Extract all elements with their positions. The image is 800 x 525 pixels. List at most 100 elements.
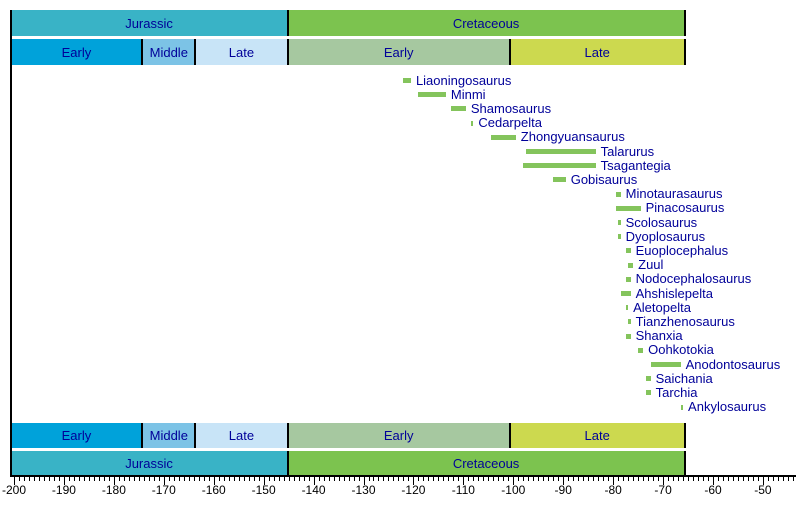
axis-minor-tick [353,477,355,481]
axis-minor-tick [68,477,70,481]
axis-minor-tick [238,477,240,481]
taxon-label-saichania[interactable]: Saichania [655,370,713,386]
axis-minor-tick [393,477,395,481]
axis-tick-label: -140 [301,483,326,497]
band-cell-late: Late [510,423,686,448]
band-label-late[interactable]: Late [228,44,255,60]
axis-minor-tick [278,477,280,481]
axis-minor-tick [203,477,205,481]
axis-tick-label: -110 [451,483,475,497]
axis-minor-tick [33,477,35,481]
taxon-bar-cedarpelta [470,120,474,126]
axis-minor-tick [658,477,660,481]
axis-minor-tick [138,477,140,481]
axis-minor-tick [553,477,555,481]
axis-minor-tick [218,477,220,481]
axis-tick-label: -130 [351,483,376,497]
axis-minor-tick [548,477,550,481]
band-label-cretaceous[interactable]: Cretaceous [452,15,520,31]
taxon-bar-euoplocephalus [625,248,631,254]
axis-minor-tick [523,477,525,481]
axis-minor-tick [288,477,290,481]
axis-minor-tick [38,477,40,481]
taxon-label-scolosaurus[interactable]: Scolosaurus [625,214,698,230]
taxon-label-euoplocephalus[interactable]: Euoplocephalus [635,242,729,258]
taxon-label-pinacosaurus[interactable]: Pinacosaurus [645,200,725,216]
taxon-bar-anodontosaurus [650,362,681,367]
taxon-bar-dyoplosaurus [618,234,621,240]
axis-minor-tick [533,477,535,481]
taxon-label-aletopelta[interactable]: Aletopelta [633,299,691,315]
axis-minor-tick [78,477,80,481]
taxon-label-liaoningosaurus[interactable]: Liaoningosaurus [415,72,512,88]
axis-minor-tick [378,477,380,481]
taxon-label-shamosaurus[interactable]: Shamosaurus [470,100,552,116]
band-label-early[interactable]: Early [61,44,92,60]
taxon-label-dyoplosaurus[interactable]: Dyoplosaurus [625,228,706,244]
taxon-label-zhongyuansaurus[interactable]: Zhongyuansaurus [520,129,625,145]
band-label-jurassic[interactable]: Jurassic [125,455,173,471]
axis-major-tick [762,477,764,485]
band-label-early[interactable]: Early [383,428,414,443]
axis-minor-tick [193,477,195,481]
taxon-bar-saichania [645,376,651,382]
axis-minor-tick [293,477,295,481]
taxon-bar-minmi [418,92,446,98]
axis-major-tick [63,477,65,485]
axis-line [10,475,796,477]
taxon-label-tsagantegia[interactable]: Tsagantegia [600,157,671,173]
axis-minor-tick [88,477,90,481]
axis-minor-tick [398,477,400,481]
axis-major-tick [263,477,265,485]
band-label-cretaceous[interactable]: Cretaceous [452,455,520,471]
taxon-label-talarurus[interactable]: Talarurus [600,143,655,159]
taxon-label-ahshislepelta[interactable]: Ahshislepelta [635,285,713,301]
axis-minor-tick [178,477,180,481]
axis-minor-tick [618,477,620,481]
band-label-middle[interactable]: Middle [149,428,188,443]
taxon-label-oohkotokia[interactable]: Oohkotokia [648,342,714,358]
band-cell-cretaceous: Cretaceous [288,10,686,36]
axis-minor-tick [98,477,100,481]
axis-minor-tick [323,477,325,481]
axis-minor-tick [343,477,345,481]
band-label-middle[interactable]: Middle [149,44,188,60]
taxon-label-ankylosaurus[interactable]: Ankylosaurus [688,399,767,415]
taxon-label-nodocephalosaurus[interactable]: Nodocephalosaurus [635,271,752,287]
axis-minor-tick [787,477,789,481]
axis-minor-tick [503,477,505,481]
axis-minor-tick [568,477,570,481]
taxon-label-anodontosaurus[interactable]: Anodontosaurus [685,356,781,372]
band-label-late[interactable]: Late [584,428,610,443]
taxon-label-tianzhenosaurus[interactable]: Tianzhenosaurus [635,313,735,329]
band-label-jurassic[interactable]: Jurassic [125,15,173,31]
axis-minor-tick [93,477,95,481]
axis-minor-tick [333,477,335,481]
axis-minor-tick [103,477,105,481]
axis-minor-tick [458,477,460,481]
taxon-label-minmi[interactable]: Minmi [450,86,486,102]
axis-minor-tick [747,477,749,481]
taxon-label-minotaurasaurus[interactable]: Minotaurasaurus [625,186,723,202]
band-label-early[interactable]: Early [61,428,92,443]
axis-minor-tick [198,477,200,481]
axis-minor-tick [133,477,135,481]
taxon-bar-zhongyuansaurus [490,134,516,140]
taxon-label-zuul[interactable]: Zuul [638,257,664,273]
axis-minor-tick [298,477,300,481]
axis-tick-label: -80 [604,483,622,497]
taxon-bar-aletopelta [625,305,629,311]
band-label-early[interactable]: Early [383,44,414,60]
band-label-late[interactable]: Late [584,44,610,60]
taxon-label-shanxia[interactable]: Shanxia [635,328,683,344]
axis-minor-tick [648,477,650,481]
band-label-late[interactable]: Late [228,428,255,443]
axis-minor-tick [752,477,754,481]
axis-minor-tick [473,477,475,481]
taxon-label-tarchia[interactable]: Tarchia [655,384,698,400]
axis-minor-tick [608,477,610,481]
axis-minor-tick [792,477,794,481]
taxon-label-cedarpelta[interactable]: Cedarpelta [478,115,542,131]
taxon-bar-tianzhenosaurus [628,319,631,325]
taxon-label-gobisaurus[interactable]: Gobisaurus [570,171,638,187]
